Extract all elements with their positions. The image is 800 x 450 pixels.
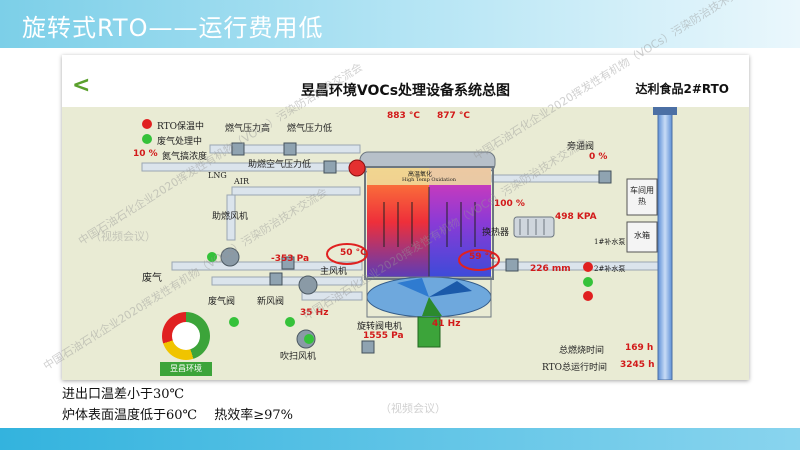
run-time-label: RTO总运行时间 — [542, 363, 607, 373]
legend-dot-holding — [142, 119, 152, 129]
height-reading: 226 mm — [530, 264, 571, 274]
hmi-panel: < 昱昌环境VOCs处理设备系统总图 达利食品2#RTO — [62, 55, 749, 380]
label-main-fan: 主风机 — [320, 267, 348, 277]
pressure-main: -353 Pa — [271, 254, 310, 264]
label-combustion-fan: 助燃风机 — [212, 212, 249, 222]
label-combustion-air-pressure-low: 助燃空气压力低 — [248, 160, 312, 170]
chamber-label: 高温氧化 — [408, 171, 433, 178]
hx-percent: 100 % — [494, 199, 525, 209]
site-label: 达利食品2#RTO — [635, 82, 730, 96]
nitrogen-label: 氮气搞浓度 — [162, 152, 208, 162]
bypass-percent: 0 % — [589, 152, 608, 162]
label-bypass-valve: 旁通阀 — [567, 142, 595, 152]
label-pump1: 1#补水泵 — [594, 238, 626, 246]
label-heat-exchanger: 换热器 — [482, 228, 510, 238]
diagram-graphics — [141, 107, 677, 380]
label-gas-pressure-high: 燃气压力高 — [225, 124, 271, 134]
temp-left-top: 883 °C — [387, 111, 421, 121]
label-pump2: 2#补水泵 — [594, 265, 626, 273]
label-workshop-heat: 车间用热 — [630, 186, 654, 206]
burn-time-value: 169 h — [625, 343, 654, 353]
process-diagram: RTO保温中 废气处理中 10 % 氮气搞浓度 燃气压力高 燃气压力低 LNG … — [62, 107, 749, 380]
legend-dot-processing — [142, 134, 152, 144]
panel-header: < 昱昌环境VOCs处理设备系统总图 达利食品2#RTO — [62, 55, 749, 107]
company-logo — [162, 312, 210, 360]
slide-header-bar — [0, 0, 800, 48]
chamber-label-en: High Temp Oxidation — [402, 177, 456, 183]
fan-frequency: 35 Hz — [300, 308, 329, 318]
nitrogen-percent: 10 % — [133, 149, 158, 159]
caption-line-2: 炉体表面温度低于60℃ 热效率≥97% — [62, 408, 294, 423]
label-lng: LNG — [208, 171, 227, 180]
back-button[interactable]: < — [72, 73, 91, 98]
temp-right-bottom: 59 °C — [469, 252, 496, 262]
burn-time-label: 总燃烧时间 — [559, 346, 605, 356]
legend-holding: RTO保温中 — [157, 122, 204, 132]
valve-pressure: 1555 Pa — [363, 331, 404, 341]
label-fresh-air-valve: 新风阀 — [257, 297, 285, 307]
temp-right-top: 877 °C — [437, 111, 471, 121]
label-water-tank: 水箱 — [634, 231, 650, 240]
steam-pressure: 498 KPA — [555, 212, 597, 222]
label-waste-gas: 废气 — [142, 273, 162, 284]
caption-line-1: 进出口温差小于30℃ — [62, 387, 185, 402]
valve-frequency: 41 Hz — [432, 319, 461, 329]
slide-footer-bar — [0, 428, 800, 450]
watermark-sub: （视频会议） — [380, 402, 446, 415]
label-purge-fan: 吹扫风机 — [280, 352, 317, 362]
slide-title: 旋转式RTO——运行费用低 — [22, 14, 324, 42]
legend-processing: 废气处理中 — [157, 137, 203, 147]
logo-text: 昱昌环境 — [160, 362, 212, 376]
label-rotary-valve-motor: 旋转阀电机 — [357, 322, 403, 332]
temp-left-bottom: 50 °C — [340, 248, 367, 258]
run-time-value: 3245 h — [620, 360, 655, 370]
label-gas-pressure-low: 燃气压力低 — [287, 124, 333, 134]
label-air: AIR — [234, 177, 249, 186]
label-waste-gas-valve: 废气阀 — [208, 297, 236, 307]
panel-title: 昱昌环境VOCs处理设备系统总图 — [300, 83, 511, 99]
